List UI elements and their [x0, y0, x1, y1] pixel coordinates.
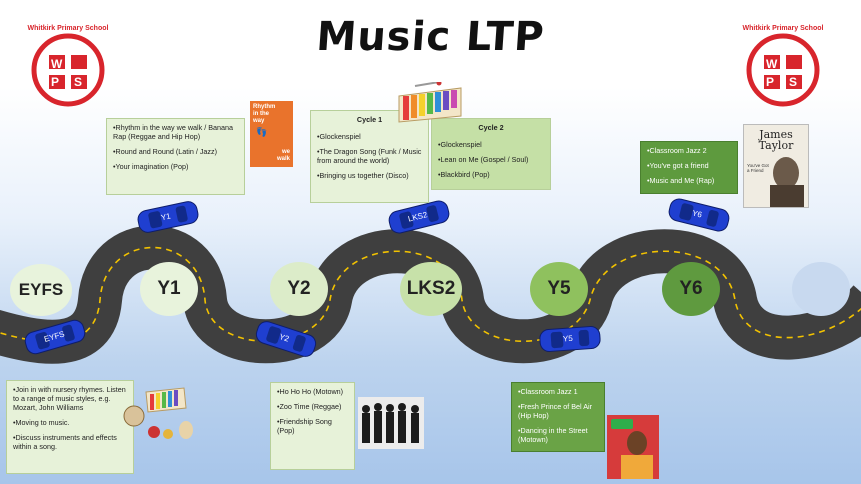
card-item: •Discuss instruments and effects within …	[13, 433, 117, 451]
stage-circle-lks2: LKS2	[400, 262, 462, 316]
logo-letter-s: S	[74, 75, 83, 89]
card-item: •You've got a friend	[647, 161, 709, 170]
card-y2: •Ho Ho Ho (Motown) •Zoo Time (Reggae) •F…	[270, 382, 355, 470]
card-heading: Cycle 2	[478, 123, 504, 132]
footprints-icon: 👣	[256, 127, 268, 137]
stage-circle-y1: Y1	[140, 262, 198, 316]
stage-circle-y6: Y6	[662, 262, 720, 316]
motown-group-photo	[358, 397, 424, 449]
book-line: way	[253, 118, 265, 124]
card-y5: •Classroom Jazz 1 •Fresh Prince of Bel A…	[511, 382, 605, 452]
logo-school-name: Whitkirk Primary School	[742, 25, 824, 32]
car-y6: Y6	[666, 195, 732, 235]
card-item: •Join in with nursery rhymes. Listen to …	[13, 385, 126, 412]
card-cycle-1: Cycle 1 •Glockenspiel •The Dragon Song (…	[310, 110, 429, 203]
card-eyfs: •Join in with nursery rhymes. Listen to …	[6, 380, 134, 474]
book-line: in the	[253, 111, 269, 117]
logo-letter-w: W	[766, 57, 778, 71]
school-logo-left: Whitkirk Primary School W P S	[27, 25, 109, 107]
stage-circle-next	[792, 262, 850, 316]
logo-letter-w: W	[51, 57, 63, 71]
card-item: •Glockenspiel	[317, 132, 361, 141]
card-item: •Bringing us together (Disco)	[317, 171, 409, 180]
logo-letter-p: P	[51, 75, 60, 89]
stage-circle-eyfs: EYFS	[10, 264, 72, 316]
logo-letter-s: S	[789, 75, 798, 89]
card-item: •Blackbird (Pop)	[438, 170, 490, 179]
fresh-prince-image	[607, 415, 659, 479]
car-y5: Y5	[538, 324, 602, 354]
card-item: •Rhythm in the way we walk / Banana Rap …	[113, 123, 233, 141]
card-heading: Cycle 1	[356, 115, 383, 124]
card-item: •Fresh Prince of Bel Air (Hip Hop)	[518, 402, 593, 420]
glockenspiel-image	[395, 82, 465, 126]
card-item: •Classroom Jazz 2	[647, 146, 707, 155]
logo-school-name: Whitkirk Primary School	[27, 25, 109, 32]
card-item: •Moving to music.	[13, 418, 70, 427]
card-item: •Round and Round (Latin / Jazz)	[113, 147, 218, 156]
stage-circle-y5: Y5	[530, 262, 588, 316]
card-item: •Lean on Me (Gospel / Soul)	[438, 155, 529, 164]
school-logo-right: Whitkirk Primary School W P S	[742, 25, 824, 107]
album-artist: James Taylor	[758, 128, 794, 152]
card-item: •Friendship Song (Pop)	[277, 417, 332, 435]
car-eyfs: EYFS	[22, 316, 89, 358]
road-lane-marking	[0, 246, 861, 343]
card-item: •Dancing in the Street (Motown)	[518, 426, 588, 444]
album-subtitle: You've Got a Friend	[747, 163, 769, 173]
stage-circle-y2: Y2	[270, 262, 328, 316]
book-line: we	[281, 149, 290, 155]
card-item: •Music and Me (Rap)	[647, 176, 715, 185]
album-cover-image: James Taylor You've Got a Friend	[743, 124, 809, 208]
rhythm-book-image: Rhythm in the way 👣 we walk	[250, 101, 293, 167]
card-item: •Your imagination (Pop)	[113, 162, 189, 171]
book-line: walk	[276, 156, 290, 162]
card-cycle-2: Cycle 2 •Glockenspiel •Lean on Me (Gospe…	[431, 118, 551, 190]
car-lks2: LKS2	[386, 197, 452, 237]
card-y1: •Rhythm in the way we walk / Banana Rap …	[106, 118, 245, 195]
car-label: Y5	[562, 333, 574, 344]
book-line: Rhythm	[253, 104, 276, 110]
card-item: •The Dragon Song (Funk / Music from arou…	[317, 147, 422, 165]
car-y1: Y1	[135, 198, 201, 236]
card-item: •Zoo Time (Reggae)	[277, 402, 342, 411]
card-item: •Ho Ho Ho (Motown)	[277, 387, 344, 396]
page-title: Music LTP	[314, 14, 547, 60]
card-item: •Glockenspiel	[438, 140, 482, 149]
card-item: •Classroom Jazz 1	[518, 387, 578, 396]
car-y2: Y2	[253, 317, 320, 361]
logo-letter-p: P	[766, 75, 775, 89]
instruments-image	[112, 386, 200, 446]
card-y6: •Classroom Jazz 2 •You've got a friend •…	[640, 141, 738, 194]
